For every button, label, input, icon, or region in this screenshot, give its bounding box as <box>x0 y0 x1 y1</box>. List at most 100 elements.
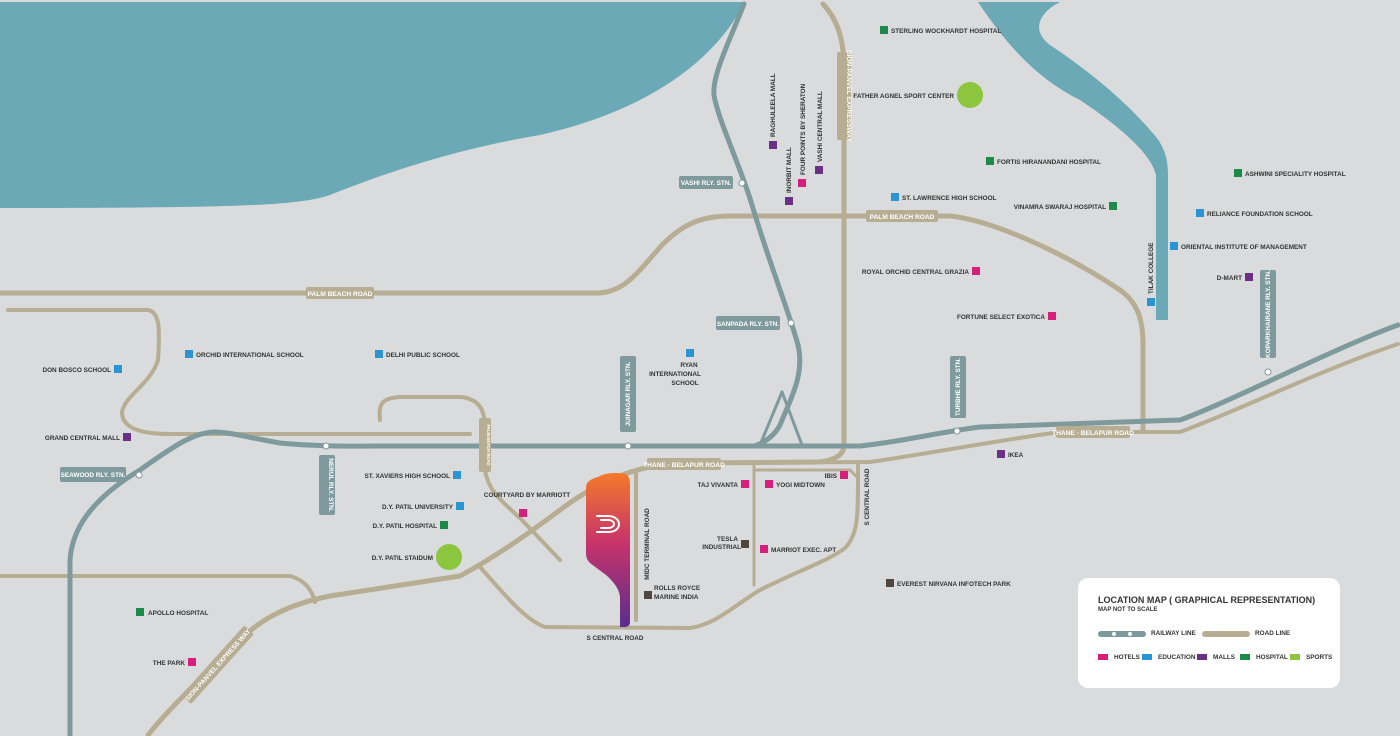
road-label-thane-belapur-west: THANE - BELAPUR ROAD <box>643 462 725 469</box>
hospital-icon <box>136 608 144 616</box>
poi-label-sterling: STERLING WOCKHARDT HOSPITAL <box>891 28 1001 35</box>
mall-icon <box>123 433 131 441</box>
legend-road-swatch <box>1202 631 1250 637</box>
station-dot-nerul <box>322 442 330 450</box>
station-tag-vashi <box>679 176 733 189</box>
poi-label-royal-orchid: ROYAL ORCHID CENTRAL GRAZIA <box>862 269 969 276</box>
hotel-icon <box>188 658 196 666</box>
road-west-loop <box>6 308 472 436</box>
road-tag-sion-panvel-expressway <box>837 52 851 140</box>
station-labels: VASHI RLY. STN. SANPADA RLY. STN. JUINAG… <box>60 176 1276 515</box>
legend-education-swatch <box>1142 654 1152 660</box>
map-legend: LOCATION MAP ( GRAPHICAL REPRESENTATION)… <box>1078 578 1340 688</box>
railway-network <box>67 1 1400 736</box>
station-tag-juinagar <box>620 356 636 432</box>
legend-sports-label: SPORTS <box>1306 654 1333 661</box>
road-label-s-central-east: S CENTRAL ROAD <box>864 468 871 525</box>
station-label-koparkhairane: KOPARKHAIRANE RLY. STN. <box>1265 270 1272 358</box>
hotel-icon <box>798 179 806 187</box>
station-dot-koparkhairane <box>1264 368 1272 376</box>
legend-education-label: EDUCATION <box>1158 654 1196 661</box>
industrial-icon <box>644 591 652 599</box>
education-icon <box>1170 242 1178 250</box>
road-seawood-west <box>0 574 317 604</box>
road-label-palm-beach-west: PALM BEACH ROAD <box>308 291 373 298</box>
poi-label-apollo: APOLLO HOSPITAL <box>148 610 208 617</box>
road-tag-small <box>479 418 491 472</box>
road-label-midc-terminal: MIDC TERMINAL ROAD <box>644 508 651 580</box>
road-tag-palm-beach-east <box>866 210 938 222</box>
road-label-small: PALM BEACH ROAD <box>486 424 491 465</box>
education-icon <box>1196 209 1204 217</box>
poi-label-yogi-midtown: YOGI MIDTOWN <box>776 482 825 489</box>
road-label-s-central-south: S CENTRAL ROAD <box>586 635 643 642</box>
poi-label-fortune: FORTUNE SELECT EXOTICA <box>957 314 1045 321</box>
station-label-vashi: VASHI RLY. STN. <box>681 180 732 187</box>
road-palm-beach-west <box>0 213 953 296</box>
poi-label-the-park: THE PARK <box>153 660 186 667</box>
station-label-sanpada: SANPADA RLY. STN. <box>717 321 779 328</box>
poi-label-vinamra: VINAMRA SWARAJ HOSPITAL <box>1014 204 1106 211</box>
mall-icon <box>1245 273 1253 281</box>
poi-label-rolls-royce-1: ROLLS ROYCE <box>654 585 701 592</box>
legend-hospital-swatch <box>1240 654 1250 660</box>
station-tag-seawood <box>60 467 126 482</box>
hospital-icon <box>986 157 994 165</box>
station-dot-sanpada <box>787 319 795 327</box>
road-label-palm-beach-east: PALM BEACH ROAD <box>870 214 935 221</box>
poi-label-orchid-school: ORCHID INTERNATIONAL SCHOOL <box>196 352 304 359</box>
project-logo-icon <box>596 515 621 533</box>
education-icon <box>453 471 461 479</box>
poi-label-marriot-exec: MARRIOT EXEC. APT <box>771 547 836 554</box>
legend-hotels-swatch <box>1098 654 1108 660</box>
railway-harbour-line <box>711 1 803 449</box>
station-label-nerul: NERUL RLY. STN. <box>327 458 334 511</box>
poi-label-st-xaviers: ST. XAVIERS HIGH SCHOOL <box>365 473 451 480</box>
poi-label-tesla-1: TESLA <box>717 536 738 543</box>
poi-label-dy-patil-hosp: D.Y. PATIL HOSPITAL <box>373 523 438 530</box>
railway-spur-left <box>758 390 784 447</box>
legend-railway-label: RAILWAY LINE <box>1151 630 1196 637</box>
road-palm-beach-east <box>947 213 1146 433</box>
education-icon <box>686 349 694 357</box>
legend-malls-swatch <box>1197 654 1207 660</box>
legend-title: LOCATION MAP ( GRAPHICAL REPRESENTATION) <box>1098 595 1316 605</box>
legend-malls-label: MALLS <box>1213 654 1236 661</box>
poi-label-dy-patil-stadium: D.Y. PATIL STAIDUM <box>372 555 433 562</box>
hospital-icon <box>880 26 888 34</box>
road-tag-thane-belapur-east <box>1056 426 1130 438</box>
poi-label-grand-central: GRAND CENTRAL MALL <box>45 435 120 442</box>
road-label-sion-panvel-expressway: SION-PANVEL EXPRESSWAY <box>845 50 852 142</box>
hospital-icon <box>1109 202 1117 210</box>
station-tag-sanpada <box>716 316 780 330</box>
poi-label-rolls-royce-2: MARINE INDIA <box>654 594 699 601</box>
road-tag-sion-panvel-express-way <box>182 626 254 704</box>
station-dot-turbhe <box>953 427 961 435</box>
poi-label-ibis: IBIS <box>825 473 838 480</box>
poi-label-everest: EVEREST NIRVANA INFOTECH PARK <box>897 581 1011 588</box>
water-creek <box>978 2 1168 320</box>
station-label-seawood: SEAWOOD RLY. STN. <box>61 472 126 479</box>
poi-label-courtyard: COURTYARD BY MARRIOTT <box>484 492 570 499</box>
legend-sports-swatch <box>1290 654 1300 660</box>
project-site <box>586 473 630 627</box>
station-dot-seawood <box>135 471 143 479</box>
hotel-icon <box>765 480 773 488</box>
hotel-icon <box>972 267 980 275</box>
poi-label-father-agnel: FATHER AGNEL SPORT CENTER <box>853 93 954 100</box>
poi-label-st-lawrence: ST. LAWRENCE HIGH SCHOOL <box>902 195 997 202</box>
railway-trans-harbour <box>67 322 1400 736</box>
road-label-thane-belapur-east: THANE - BELAPUR ROAD <box>1052 430 1134 437</box>
station-tag-turbhe <box>950 356 966 418</box>
hotel-icon <box>1048 312 1056 320</box>
education-icon <box>375 350 383 358</box>
hotel-icon <box>760 545 768 553</box>
poi-markers: STERLING WOCKHARDT HOSPITAL FATHER AGNEL… <box>42 26 1346 667</box>
poi-label-taj-vivanta: TAJ VIVANTA <box>698 482 739 489</box>
poi-label-tesla-2: INDUSTRIAL <box>702 544 741 551</box>
station-dot-juinagar <box>624 442 632 450</box>
sports-icon <box>436 544 462 570</box>
poi-label-oriental: ORIENTAL INSTITUTE OF MANAGEMENT <box>1181 244 1307 251</box>
